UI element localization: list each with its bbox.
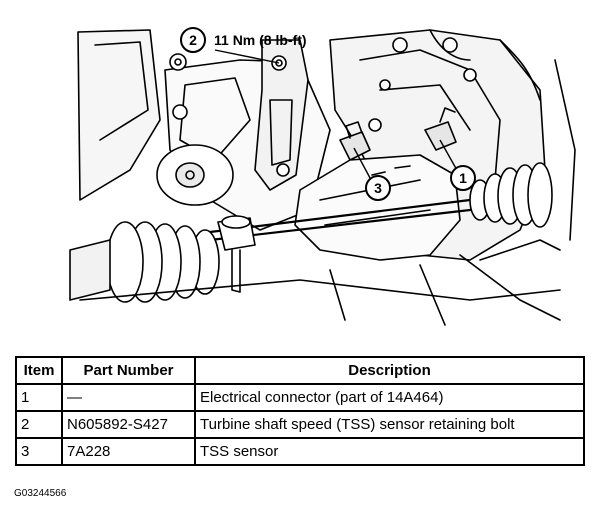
header-part-number: Part Number [61, 356, 196, 385]
cell-part-number: — [61, 383, 196, 412]
inner-cv-boot [469, 162, 553, 228]
technical-illustration: 2 11 Nm (8 lb-ft) 3 1 [69, 27, 576, 326]
table-row: 1 — Electrical connector (part of 14A464… [15, 383, 585, 412]
cell-description: Turbine shaft speed (TSS) sensor retaini… [194, 410, 585, 439]
outer-cv-boot [106, 221, 220, 303]
header-item: Item [15, 356, 63, 385]
parts-table: Item Part Number Description 1 — Electri… [15, 356, 585, 466]
header-description: Description [194, 356, 585, 385]
tss-sensor [339, 131, 371, 161]
table-row: 3 7A228 TSS sensor [15, 437, 585, 466]
axle-shaft [208, 198, 472, 234]
body-panel [77, 29, 161, 201]
callout-2-torque: 11 Nm (8 lb-ft) [214, 32, 307, 48]
table-row: 2 N605892-S427 Turbine shaft speed (TSS)… [15, 410, 585, 439]
callout-2-number: 2 [189, 32, 197, 48]
electrical-connector [424, 121, 457, 151]
bracket-arm [254, 39, 309, 191]
table-header-row: Item Part Number Description [15, 356, 585, 385]
transmission-housing [294, 154, 461, 261]
callout-2: 2 11 Nm (8 lb-ft) [180, 27, 307, 53]
cell-item: 3 [15, 437, 63, 466]
callout-1: 1 [450, 165, 476, 191]
figure-id: G03244566 [14, 488, 67, 499]
engine-drawing: 2 11 Nm (8 lb-ft) 3 1 [69, 27, 576, 326]
cell-description: Electrical connector (part of 14A464) [194, 383, 585, 412]
cell-part-number: 7A228 [61, 437, 196, 466]
cell-description: TSS sensor [194, 437, 585, 466]
cell-item: 1 [15, 383, 63, 412]
cell-part-number: N605892-S427 [61, 410, 196, 439]
cell-item: 2 [15, 410, 63, 439]
callout-3: 3 [365, 175, 391, 201]
callout-1-number: 1 [459, 170, 467, 186]
callout-3-number: 3 [374, 180, 382, 196]
